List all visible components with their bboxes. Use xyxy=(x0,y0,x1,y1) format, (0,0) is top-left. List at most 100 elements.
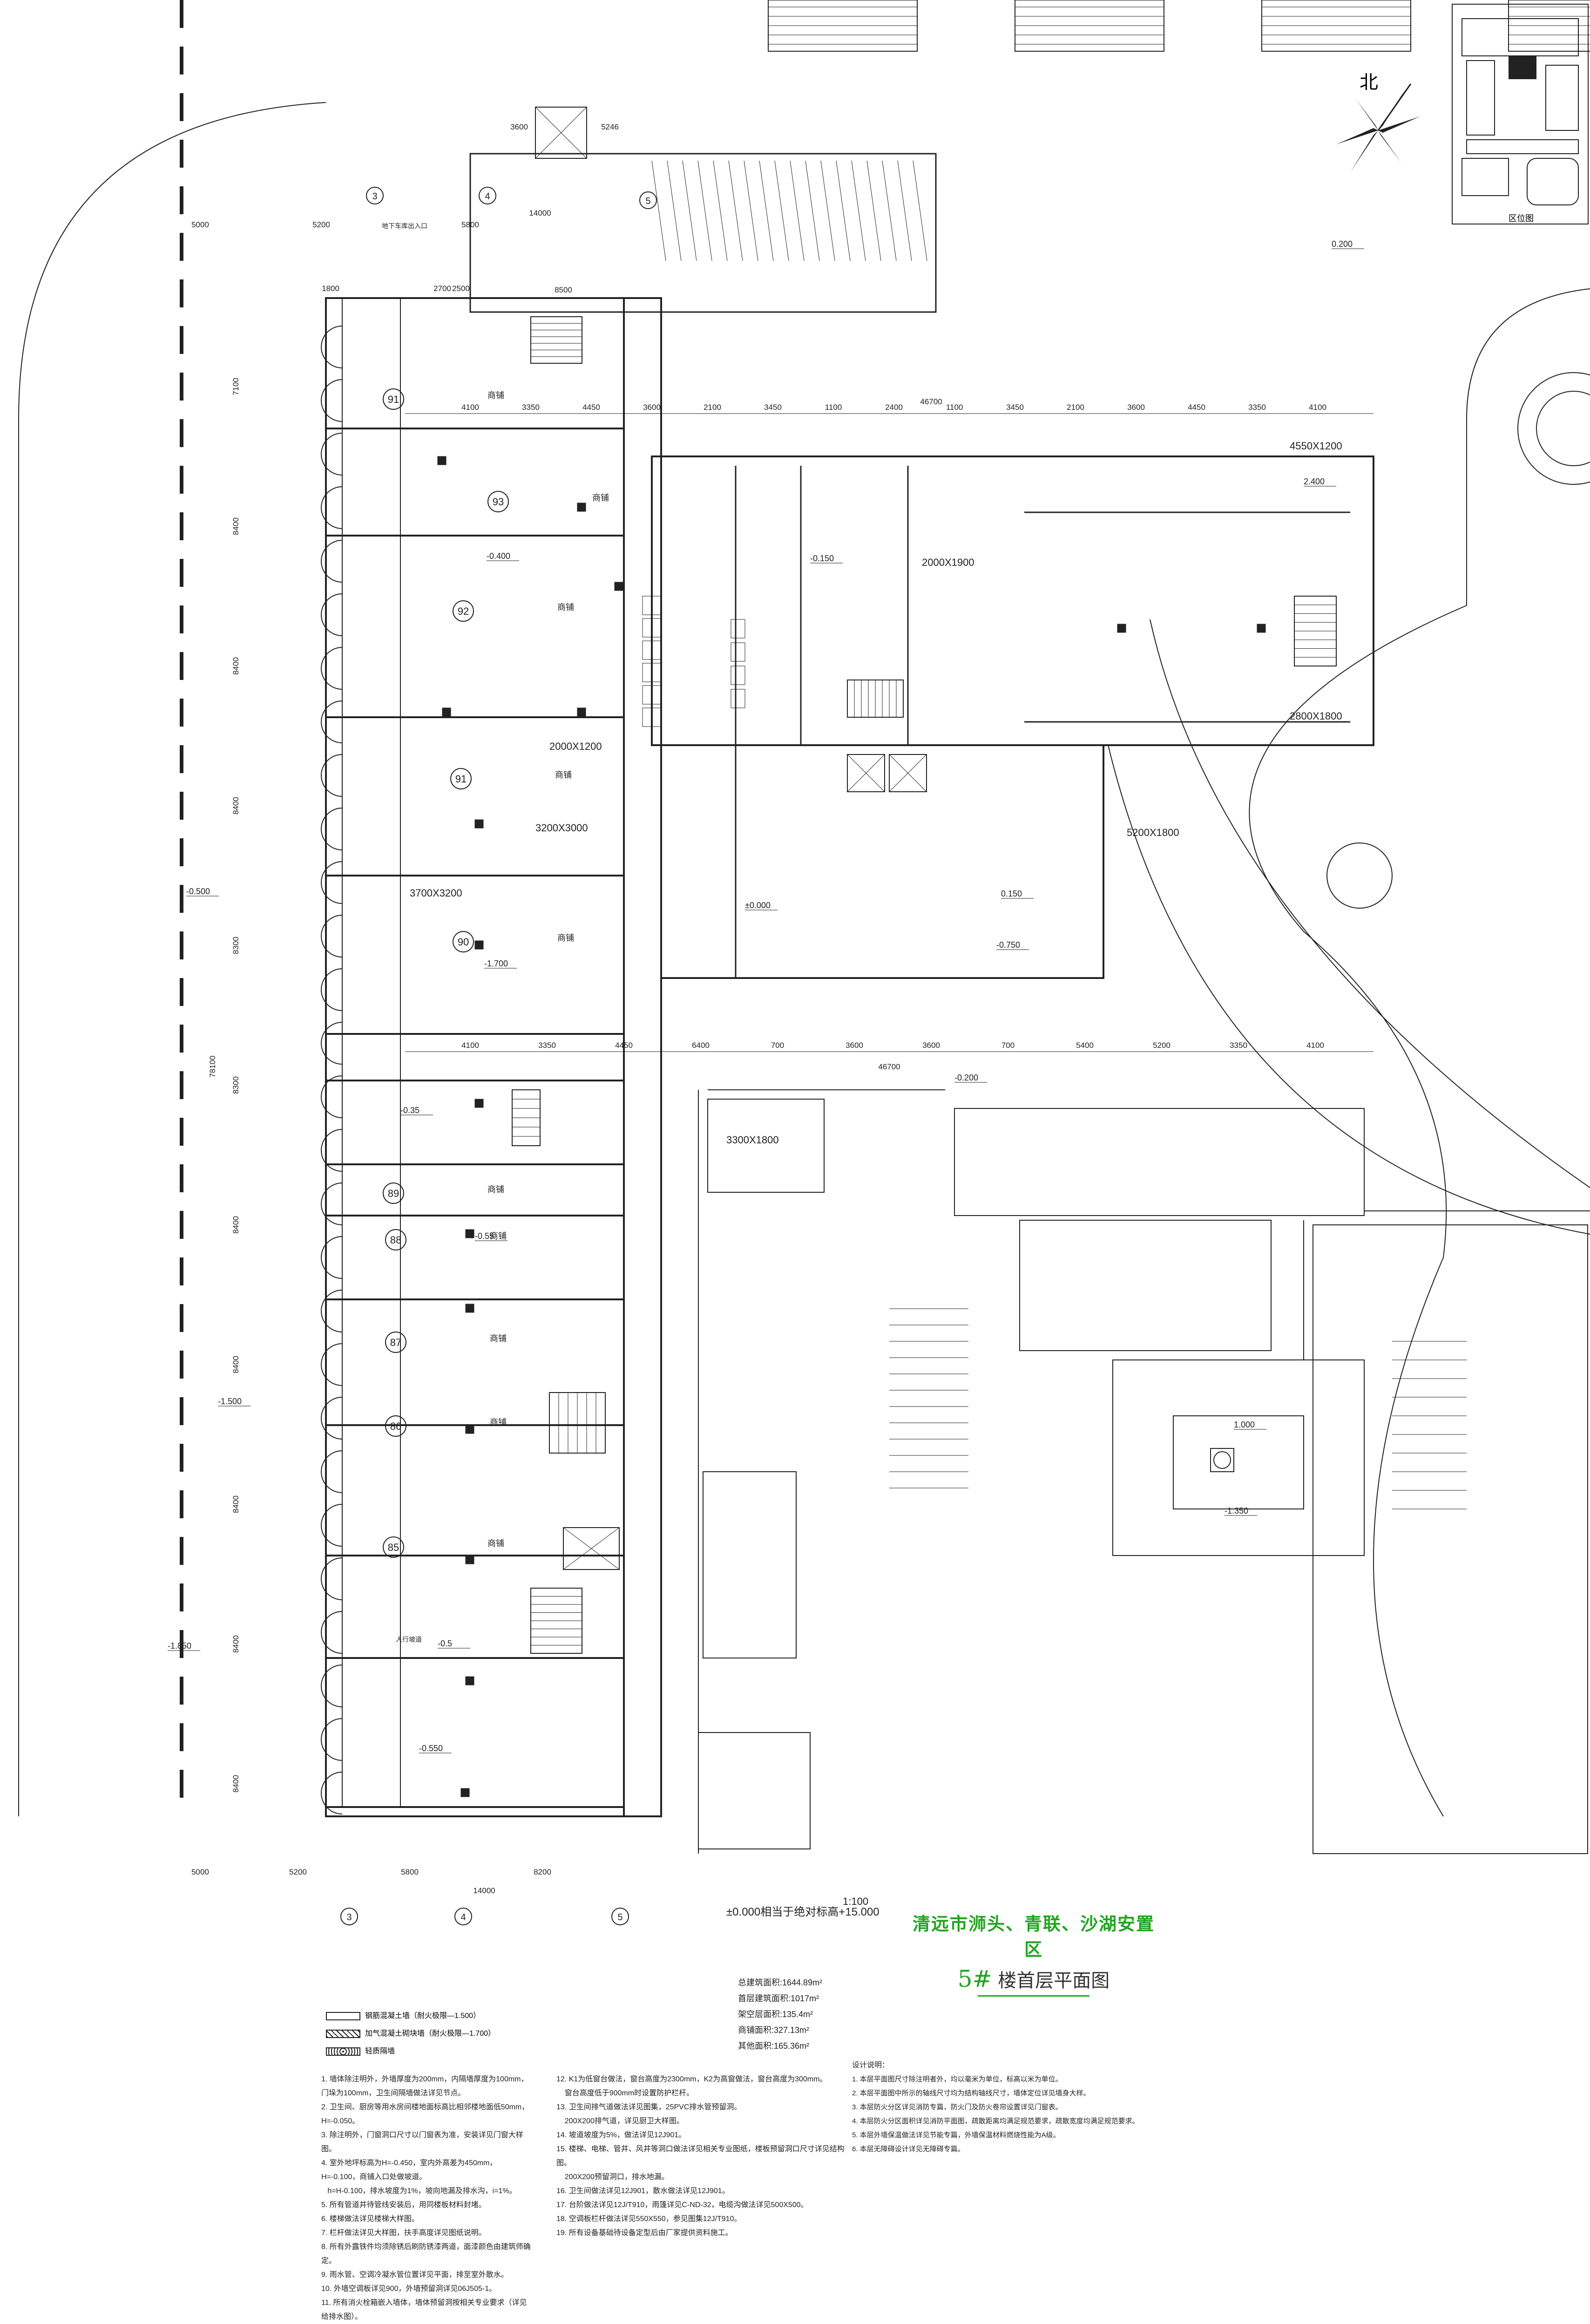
door-swing xyxy=(321,1236,343,1279)
door-swing xyxy=(321,1129,343,1172)
site-curve xyxy=(1249,288,1590,1817)
elevation-mark: -0.55 xyxy=(475,1231,494,1241)
plan-circle xyxy=(1326,843,1393,909)
dimension-text: 3600 xyxy=(643,403,661,412)
grid-axis-label: 4 xyxy=(485,191,490,202)
building-number: 5# xyxy=(957,1965,992,1992)
room-number: 91 xyxy=(455,773,467,785)
dimension-text: 3350 xyxy=(1230,1041,1247,1050)
dimension-text: 4450 xyxy=(582,403,600,412)
room-label: 商铺 xyxy=(592,493,609,503)
dimension-text: 1100 xyxy=(946,403,963,412)
plan-rect xyxy=(614,582,623,591)
sheet-name: 楼首层平面图 xyxy=(998,1970,1110,1991)
plan-rect xyxy=(535,107,587,159)
door-swing xyxy=(321,1557,343,1600)
plan-rect xyxy=(847,754,885,792)
grid-axis-label: 3 xyxy=(346,1912,352,1923)
plan-circle xyxy=(479,187,496,204)
plan-rect xyxy=(1313,1224,1588,1854)
plan-rect xyxy=(465,1555,474,1564)
room-number: 90 xyxy=(458,936,469,948)
plan-line xyxy=(805,160,820,261)
opening-size: 3700X3200 xyxy=(410,887,462,899)
plan-rect xyxy=(465,1676,474,1685)
plan-rect xyxy=(465,1229,474,1238)
elevation-mark: -1.850 xyxy=(168,1641,191,1651)
elevation-mark: -1.350 xyxy=(1225,1506,1248,1515)
door-swing xyxy=(321,1182,343,1225)
plan-line xyxy=(713,160,728,261)
door-swing xyxy=(321,379,343,422)
plan-circle xyxy=(383,1536,404,1558)
plan-circle xyxy=(383,388,404,410)
dimension-text: 5200 xyxy=(312,220,330,229)
room-label: 商铺 xyxy=(487,1539,504,1548)
plan-rect xyxy=(642,707,662,727)
plan-circle xyxy=(366,187,384,204)
legend: 钢筋混凝土墙（耐火极限—1.500） 加气混凝土砌块墙（耐火极限—1.700） … xyxy=(326,2007,495,2060)
dimension-text: 4100 xyxy=(461,403,479,412)
plan-rect xyxy=(651,455,1374,746)
dimension-text: 4100 xyxy=(461,1041,479,1050)
legend-item-light: 轻质隔墙 xyxy=(326,2043,495,2060)
stat-total: 总建筑面积:1644.89m² xyxy=(738,1978,823,1987)
plan-rect xyxy=(465,1304,474,1313)
door-swing xyxy=(321,861,343,904)
opening-size: 2800X1800 xyxy=(1290,710,1342,722)
plan-line xyxy=(882,160,897,261)
dimension-text: 3600 xyxy=(1127,403,1145,412)
door-swing xyxy=(321,1397,343,1440)
plan-rect xyxy=(731,619,745,639)
dimension-text: 5000 xyxy=(191,1868,209,1876)
sheet-title: 5# 楼首层平面图 xyxy=(913,1965,1155,1992)
north-label: 北 xyxy=(1360,72,1378,93)
dimension-text: 2400 xyxy=(885,403,903,412)
dimension-text: 5800 xyxy=(401,1868,419,1876)
entry-label: 地下车库出入口 xyxy=(382,222,427,230)
opening-size: 4550X1200 xyxy=(1290,440,1342,452)
dimension-text: 6400 xyxy=(692,1041,710,1050)
door-swing xyxy=(321,647,343,690)
opening-size: 2000X1200 xyxy=(549,741,602,752)
project-title: 清远市浉头、青联、沙湖安置区 xyxy=(913,1913,1155,1960)
dimension-text: 8400 xyxy=(231,797,240,815)
opening-size: 5200X1800 xyxy=(1127,827,1179,838)
key-plan: 区位图 xyxy=(1452,4,1589,224)
plan-circle xyxy=(385,1332,406,1353)
plan-rect xyxy=(642,596,662,615)
dimension-text: 3350 xyxy=(1248,403,1266,412)
plan-circle xyxy=(611,1908,629,1925)
dimension-text: 700 xyxy=(1001,1041,1015,1050)
door-swing xyxy=(321,808,343,850)
road-curve xyxy=(18,102,326,1816)
key-plan-label: 区位图 xyxy=(1509,214,1534,223)
elevation-mark: -1.500 xyxy=(218,1397,242,1406)
elevation-note: ±0.000相当于绝对标高+15.000 xyxy=(726,1906,880,1918)
plan-rect xyxy=(469,153,937,313)
door-swing xyxy=(321,754,343,797)
dimension-text: 3350 xyxy=(538,1041,556,1050)
plan-line xyxy=(913,160,927,261)
plan-rect xyxy=(465,1425,474,1434)
door-swing xyxy=(321,1022,343,1065)
dimension-text: 3450 xyxy=(764,403,782,412)
elevation-mark: -0.150 xyxy=(810,554,834,563)
plan-line xyxy=(836,160,851,261)
plan-rect xyxy=(1173,1415,1304,1509)
plan-circle xyxy=(340,1908,358,1925)
dimension-text: 8300 xyxy=(231,937,240,954)
plan-line xyxy=(774,160,789,261)
room-label: 商铺 xyxy=(490,1334,507,1343)
title-underline xyxy=(978,1995,1089,1997)
plan-rect xyxy=(577,707,586,717)
stat-overhead: 架空层面积:135.4m² xyxy=(738,2010,813,2019)
plan-rect xyxy=(698,1732,811,1849)
plan-circle xyxy=(450,768,472,789)
dimension-text: 2700 xyxy=(433,284,451,293)
plan-line xyxy=(744,160,758,261)
site-arc xyxy=(1150,619,1590,1188)
dimension-text: 8400 xyxy=(231,1356,240,1373)
plan-line xyxy=(759,160,774,261)
plan-rect xyxy=(1117,624,1126,633)
